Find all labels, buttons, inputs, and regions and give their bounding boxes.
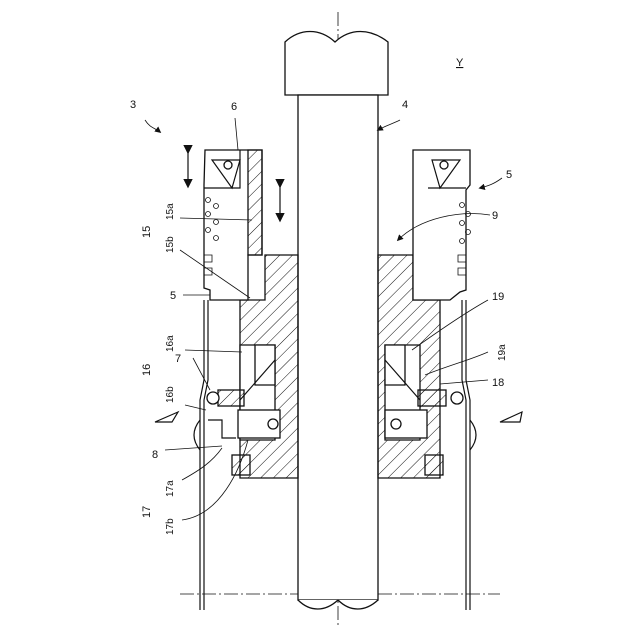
section-marker-right <box>500 412 522 422</box>
callout-16a: 16a <box>165 335 176 352</box>
right-sleeve <box>413 150 471 300</box>
left-sleeve <box>204 150 262 300</box>
callout-6: 6 <box>231 101 237 113</box>
callout-16: 16 <box>141 364 153 376</box>
section-marker-left <box>155 412 178 422</box>
callout-9: 9 <box>492 210 498 222</box>
callout-7: 7 <box>175 353 181 365</box>
callout-8: 8 <box>152 449 158 461</box>
callout-5-left: 5 <box>170 290 176 302</box>
callout-4: 4 <box>402 99 408 111</box>
callout-17a: 17a <box>165 480 176 497</box>
callout-15b: 15b <box>165 236 176 253</box>
callout-18: 18 <box>492 377 504 389</box>
callout-15: 15 <box>141 226 153 238</box>
callout-15a: 15a <box>165 203 176 220</box>
shaft <box>285 32 388 610</box>
callout-3: 3 <box>130 99 136 111</box>
callout-19: 19 <box>492 291 504 303</box>
callout-17b: 17b <box>165 518 176 535</box>
callout-16b: 16b <box>165 386 176 403</box>
callout-17: 17 <box>141 506 153 518</box>
view-label: Y <box>456 57 464 69</box>
callout-5-right: 5 <box>506 169 512 181</box>
callout-19a: 19a <box>497 344 508 361</box>
